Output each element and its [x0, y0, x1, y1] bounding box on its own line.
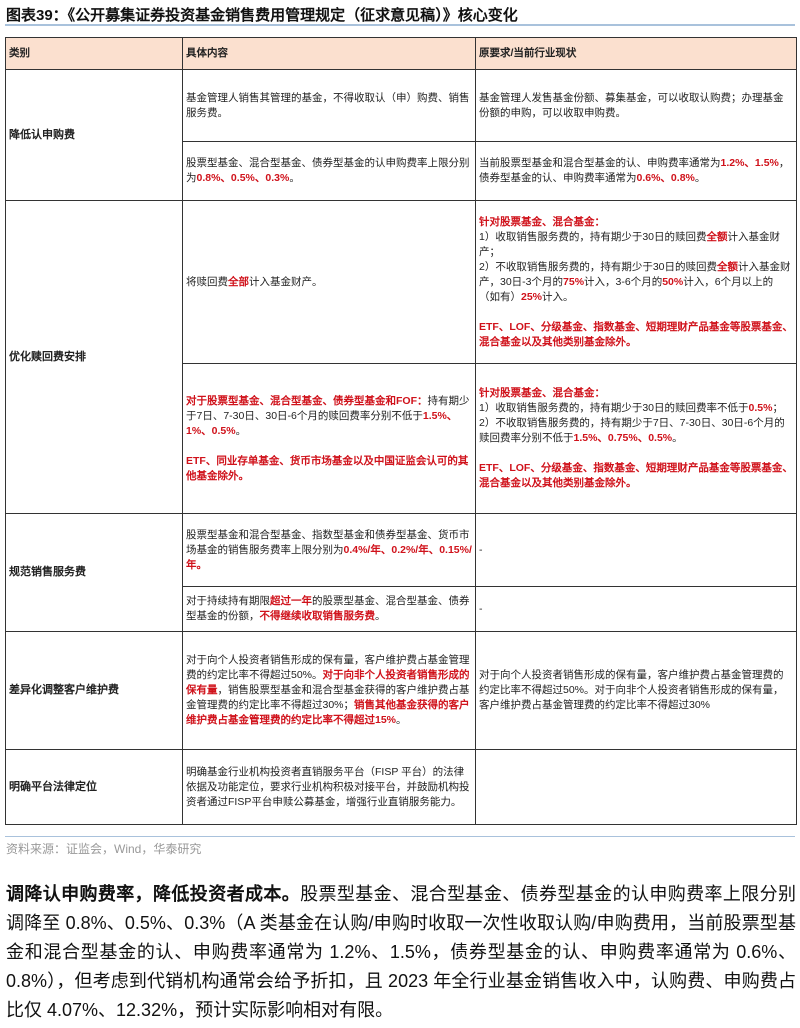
cell-text: 。	[235, 424, 247, 437]
content-cell: 对于股票型基金、混合型基金、债券型基金和FOF：持有期少于7日、7-30日、30…	[182, 363, 476, 514]
original-cell: 针对股票基金、混合基金： 1）收取销售服务费的，持有期少于30日的赎回费全额计入…	[475, 200, 797, 364]
cell-text: 基金管理人发售基金份额、募集基金，可以收取认购费；办理基金份额的申购，可以收取申…	[479, 91, 784, 119]
cell-text: 对于向个人投资者销售形成的保有量，客户维护费占基金管理费的约定比率不得超过50%…	[186, 654, 470, 681]
cell-text: 。	[672, 432, 683, 444]
category-cell: 差异化调整客户维护费	[5, 631, 183, 750]
paragraph-body: 股票型基金、混合型基金、债券型基金的认申购费率上限分别调降至 0.8%、0.5%…	[6, 884, 796, 1020]
cell-text: 计入，3-6个月的	[584, 275, 663, 288]
figure-title: 图表39：《公开募集证券投资基金销售费用管理规定（征求意见稿）》核心变化	[6, 7, 518, 24]
cell-text: 持有期少于7日、7-30日、30日-6个月的赎回费率分别不低于	[186, 394, 470, 422]
cell-text: 计入基金财产； 2）不收取销售服务费的，持有期少于30日的赎回费	[479, 230, 781, 273]
header-category: 类别	[5, 37, 183, 70]
highlight-text: 0.6%、0.8%	[636, 172, 695, 184]
content-cell: 基金管理人销售其管理的基金，不得收取认（申）购费、销售服务费。	[182, 69, 476, 142]
highlight-text: 全额	[717, 260, 739, 273]
highlight-text: 全额	[706, 230, 728, 243]
cell-text: 股票型基金、混合型基金、债券型基金的认申购费率上限分别为	[186, 157, 470, 184]
original-cell: 当前股票型基金和混合型基金的认、申购费率通常为1.2%、1.5%，债券型基金的认…	[475, 141, 797, 201]
content-cell: 股票型基金和混合型基金、指数型基金和债券型基金、货币市场基金的销售服务费率上限分…	[182, 513, 476, 587]
highlight-text: 对于向非个人投资者销售形成的保有量	[186, 669, 470, 696]
highlight-text: ETF、LOF、分级基金、指数基金、短期理财产品基金等股票基金、混合基金以及其他…	[479, 320, 793, 348]
highlight-text: 0.5%	[748, 402, 773, 414]
content-cell: 股票型基金、混合型基金、债券型基金的认申购费率上限分别为0.8%、0.5%、0.…	[182, 141, 476, 201]
original-cell: -	[475, 513, 797, 587]
header-original: 原要求/当前行业现状	[475, 37, 797, 70]
highlight-text: 1.5%、0.75%、0.5%	[573, 432, 673, 444]
original-cell: 基金管理人发售基金份额、募集基金，可以收取认购费；办理基金份额的申购，可以收取申…	[475, 69, 797, 142]
source-divider	[5, 836, 795, 837]
cell-text: 明确基金行业机构投资者直销服务平台（FISP 平台）的法律依据及功能定位，要求行…	[186, 765, 470, 808]
table-row: 对于持续持有期限超过一年的股票型基金、混合型基金、债券型基金的份额，不得继续收取…	[6, 586, 797, 632]
highlight-text: 0.4%/年、0.2%/年、0.15%/年。	[186, 543, 472, 571]
cell-text: ，债券型基金的认、申购费率通常为	[479, 157, 790, 184]
cell-text: 。	[289, 172, 300, 184]
cell-text: ； 2）不收取销售服务费的，持有期少于7日、7-30日、30日-6个月的赎回费率…	[479, 402, 785, 444]
cell-text: 计入基金财产。	[249, 275, 323, 288]
content-cell: 对于向个人投资者销售形成的保有量，客户维护费占基金管理费的约定比率不得超过50%…	[182, 631, 476, 750]
cell-text: 。	[375, 610, 386, 622]
cell-text: 将赎回费	[186, 275, 228, 288]
highlight-text: 超过一年	[270, 595, 312, 607]
highlight-text: 销售其他基金获得的客户维护费占基金管理费的约定比率不得超过15%	[186, 699, 470, 726]
original-cell: 对于向个人投资者销售形成的保有量，客户维护费占基金管理费的约定比率不得超过50%…	[475, 631, 797, 750]
cell-text: -	[479, 602, 483, 615]
highlight-text: 针对股票基金、混合基金：	[479, 215, 605, 228]
source-note: 资料来源：证监会，Wind，华泰研究	[6, 842, 202, 856]
content-cell: 明确基金行业机构投资者直销服务平台（FISP 平台）的法律依据及功能定位，要求行…	[182, 749, 476, 825]
table-row: 规范销售服务费股票型基金和混合型基金、指数型基金和债券型基金、货币市场基金的销售…	[5, 513, 797, 632]
highlight-text: 25%	[521, 290, 543, 303]
fee-rules-table: 类别 具体内容 原要求/当前行业现状 降低认申购费基金管理人销售其管理的基金，不…	[5, 37, 797, 825]
table-row: 对于股票型基金、混合型基金、债券型基金和FOF：持有期少于7日、7-30日、30…	[6, 363, 797, 514]
body-paragraph: 调降认申购费率，降低投资者成本。股票型基金、混合型基金、债券型基金的认申购费率上…	[6, 880, 796, 1025]
cell-text: 基金管理人销售其管理的基金，不得收取认（申）购费、销售服务费。	[186, 91, 470, 119]
highlight-text: 对于股票型基金、混合型基金、债券型基金和FOF：	[186, 394, 428, 407]
table-row: 差异化调整客户维护费对于向个人投资者销售形成的保有量，客户维护费占基金管理费的约…	[5, 631, 797, 750]
highlight-text: 50%	[662, 275, 684, 288]
cell-text: 计入。	[542, 290, 574, 303]
table-row: 优化赎回费安排将赎回费全部计入基金财产。针对股票基金、混合基金： 1）收取销售服…	[5, 200, 797, 514]
cell-text: 对于持续持有期限	[186, 595, 270, 607]
cell-text: 1）收取销售服务费的，持有期少于30日的赎回费率不低于	[479, 402, 749, 414]
category-cell: 规范销售服务费	[5, 513, 183, 632]
table-row: 降低认申购费基金管理人销售其管理的基金，不得收取认（申）购费、销售服务费。基金管…	[5, 69, 797, 201]
table-header-row: 类别 具体内容 原要求/当前行业现状	[5, 37, 797, 70]
table-row: 股票型基金、混合型基金、债券型基金的认申购费率上限分别为0.8%、0.5%、0.…	[6, 141, 797, 201]
title-divider	[5, 24, 795, 26]
cell-text: 计入基金财产，30日-3个月的	[479, 260, 791, 288]
category-cell: 明确平台法律定位	[5, 749, 183, 825]
paragraph-lead: 调降认申购费率，降低投资者成本。	[6, 884, 301, 904]
category-cell: 降低认申购费	[5, 69, 183, 201]
original-cell: -	[475, 586, 797, 632]
category-cell: 优化赎回费安排	[5, 200, 183, 514]
cell-text: 对于向个人投资者销售形成的保有量，客户维护费占基金管理费的约定比率不得超过50%…	[479, 669, 784, 711]
highlight-text: 全部	[228, 275, 249, 288]
cell-text: -	[479, 543, 483, 556]
highlight-text: 75%	[563, 275, 585, 288]
cell-text: 当前股票型基金和混合型基金的认、申购费率通常为	[479, 157, 721, 169]
highlight-text: 1.2%、1.5%	[720, 157, 779, 169]
header-content: 具体内容	[182, 37, 476, 70]
cell-text: 的股票型基金、混合型基金、债券型基金的份额，	[186, 595, 470, 622]
highlight-text: 针对股票基金、混合基金：	[479, 387, 605, 399]
original-cell: 针对股票基金、混合基金： 1）收取销售服务费的，持有期少于30日的赎回费率不低于…	[475, 363, 797, 514]
cell-text: 股票型基金和混合型基金、指数型基金和债券型基金、货币市场基金的销售服务费率上限分…	[186, 528, 470, 556]
original-cell	[475, 749, 797, 825]
content-cell: 对于持续持有期限超过一年的股票型基金、混合型基金、债券型基金的份额，不得继续收取…	[182, 586, 476, 632]
highlight-text: 不得继续收取销售服务费	[259, 610, 376, 622]
highlight-text: ETF、同业存单基金、货币市场基金以及中国证监会认可的其他基金除外。	[186, 454, 469, 482]
cell-text: 计入，6个月以上的（如有）	[479, 275, 774, 303]
highlight-text: 0.8%、0.5%、0.3%	[196, 172, 290, 184]
table-row: 明确平台法律定位明确基金行业机构投资者直销服务平台（FISP 平台）的法律依据及…	[5, 749, 797, 825]
cell-text: 。	[396, 714, 407, 726]
cell-text: 1）收取销售服务费的，持有期少于30日的赎回费	[479, 230, 707, 243]
cell-text: ，销售股票型基金和混合型基金获得的客户维护费占基金管理费的约定比率不得超过30%…	[186, 684, 470, 711]
highlight-text: 1.5%、1%、0.5%	[186, 409, 458, 437]
cell-text: 。	[694, 172, 706, 184]
highlight-text: ETF、LOF、分级基金、指数基金、短期理财产品基金等股票基金、混合基金以及其他…	[479, 462, 793, 489]
content-cell: 将赎回费全部计入基金财产。	[182, 200, 476, 364]
